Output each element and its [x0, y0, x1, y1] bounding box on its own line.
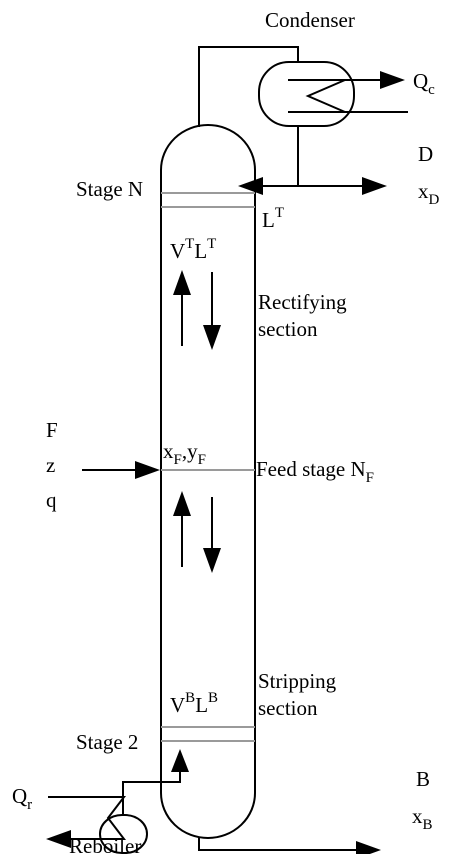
- reboiler-coil: [48, 796, 127, 840]
- tray-stage-2: [161, 726, 255, 742]
- reboiler-heat-arrow: [46, 830, 71, 848]
- rectifying-section-label: Rectifying: [258, 290, 347, 314]
- stage-n-label: Stage N: [76, 177, 143, 201]
- reflux-label: LT: [262, 205, 284, 232]
- stripping-section-label-2: section: [258, 696, 318, 720]
- rectifying-section-label-2: section: [258, 317, 318, 341]
- condenser-duty-label: Qc: [413, 69, 435, 98]
- distillate-composition-label: xD: [418, 179, 440, 208]
- vapor-up-arrow-stripping: [173, 491, 191, 516]
- condenser-coil: [288, 79, 346, 113]
- distillate-arrow: [362, 177, 387, 195]
- feed-quality-label: q: [46, 488, 57, 512]
- tray-stage-n: [161, 192, 255, 208]
- stage-2-label: Stage 2: [76, 730, 138, 754]
- condenser-duty-arrow: [380, 71, 405, 89]
- liquid-down-arrow-stripping: [203, 548, 221, 573]
- reboiler-label: Reboiler: [69, 834, 141, 854]
- bottoms-label: B: [416, 767, 430, 791]
- liquid-down-arrow-rectifying: [203, 325, 221, 350]
- bottoms-arrow: [356, 841, 381, 854]
- reboiler-duty-label: Qr: [12, 784, 32, 813]
- feed-composition-label: z: [46, 453, 55, 477]
- feed-stage-label: Feed stage NF: [256, 457, 374, 486]
- boilup-arrow: [171, 749, 189, 772]
- reflux-arrow: [238, 177, 263, 195]
- bottoms-line: [198, 838, 364, 851]
- feed-arrow: [135, 461, 160, 479]
- overhead-vapor-line: [198, 46, 299, 127]
- stripping-section-label: Stripping: [258, 669, 337, 693]
- column-shell: [160, 124, 256, 839]
- distillate-label: D: [418, 142, 433, 166]
- bottoms-composition-label: xB: [412, 804, 433, 833]
- condenser-label: Condenser: [265, 8, 355, 32]
- vapor-up-arrow-rectifying: [173, 270, 191, 295]
- rectifying-flows-label: VTLT: [170, 236, 216, 263]
- condenser-vessel: [258, 61, 355, 127]
- stripping-flows-label: VBLB: [170, 690, 218, 717]
- boilup-line: [122, 765, 181, 815]
- feed-stage-compositions-label: xF,yF: [163, 439, 206, 468]
- feed-flow-label: F: [46, 418, 58, 442]
- reboiler-vessel: [99, 814, 148, 854]
